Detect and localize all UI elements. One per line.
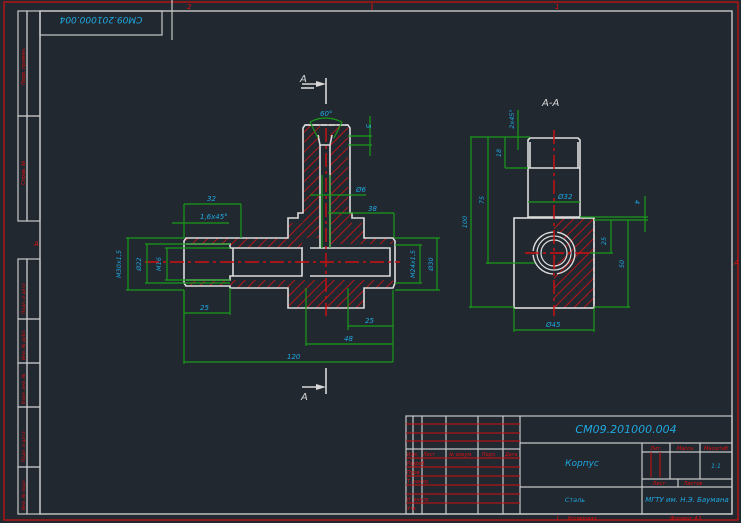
role-developer: Разраб. [407,461,426,467]
margin-label: Взам. инв. № [21,373,27,404]
margin-label: Подп. и дата [21,283,27,314]
dim-dia-32: Ø32 [557,193,573,201]
lit-label: Лит. [649,446,662,452]
dim-thread-inner-left: М16 [155,257,163,271]
copied-label: Копировал [568,516,597,522]
left-margin-upper: Перв. примен. Справ. № [17,10,41,222]
margin-label: Подп. и дата [21,431,27,462]
dim-75: 75 [478,196,486,204]
role-tech-control: Т. контр. [407,479,429,485]
zone-mark-left: А [33,240,39,248]
copied-num: 1 [556,516,559,522]
format-label: Формат А3 [670,516,702,522]
dim-dia-45: Ø45 [545,321,561,329]
scale-label: Масштаб [704,446,728,452]
hatch-region [230,280,393,308]
dim-chamfer-section: 2х45° [508,109,516,129]
dim-100: 100 [461,216,469,228]
role-norm-control: Н. контр. [407,497,430,503]
dim-dia-22: Ø22 [135,257,143,271]
section-title: А-А [541,98,559,109]
hatch-region [186,238,302,248]
header-date: Дата [504,452,517,458]
hatch-region [554,217,594,308]
margin-label: Справ. № [21,161,27,185]
section-mark-bottom: А [300,392,308,403]
scale-value: 1:1 [711,463,721,470]
rotated-designation: СМ09.201000.004 [59,14,142,24]
designation: СМ09.201000.004 [575,423,676,436]
dim-angle: 60° [320,110,332,118]
dim-25-right: 25 [365,317,374,325]
role-checker: Пров. [407,470,421,476]
organization: МГТУ им. Н.Э. Баумана [645,496,728,504]
margin-label: Инв. № дубл. [21,329,27,360]
dim-38: 38 [368,205,377,213]
dim-120: 120 [287,353,301,361]
dim-18: 18 [495,149,503,157]
header-change: Изм. [407,452,418,458]
dim-48: 48 [344,335,353,343]
material: Сталь [565,496,585,504]
dim-thread-outer-left: М30х1,5 [115,250,123,278]
header-sign: Подп. [482,452,497,458]
header-sheet: Лист [422,452,435,458]
section-mark-top: А [299,74,307,85]
dim-bore-dia: Ø6 [355,186,367,194]
dim-dia-30: Ø30 [427,257,435,271]
title-block: Изм. Лист № докум. Подп. Дата Разраб. Пр… [405,415,733,522]
header-doc-num: № докум. [448,452,473,458]
zone-mark-right: А [733,259,739,267]
dim-thread-right: М24х1,5 [409,250,417,278]
dim-25-left: 25 [200,304,209,312]
main-view: А А 60° 5 Ø6 38 32 1,6x45° [115,74,440,403]
sheet-trim-frame [3,1,739,521]
dim-50: 50 [618,260,626,268]
dim-depth: 5 [364,124,372,129]
zone-mark-top-right: 1 [555,3,559,11]
hatch-region [288,223,302,238]
dim-32: 32 [207,195,216,203]
margin-label: Инв. № подл. [21,479,27,510]
left-margin-lower: Подп. и дата Инв. № дубл. Взам. инв. № П… [17,258,41,515]
hatch-region [330,125,393,244]
countersink [317,134,333,146]
zone-mark-top-left: 2 [187,3,192,11]
dim-4: 4 [633,200,641,204]
mass-label: Масса [677,446,693,452]
dim-25-section: 25 [600,237,608,245]
part-name: Корпус [565,459,599,469]
dim-chamfer: 1,6x45° [200,213,228,221]
sheet-label: Лист [652,481,667,487]
hatch-region [186,125,320,238]
part-outline [183,124,396,309]
sheets-label: Листов [683,481,703,487]
section-view: А-А 2х45° 18 75 100 Ø32 [461,98,648,332]
role-approved: Утв. [407,506,417,512]
margin-label: Перв. примен. [21,47,27,85]
dim-angle-arc [309,117,343,123]
